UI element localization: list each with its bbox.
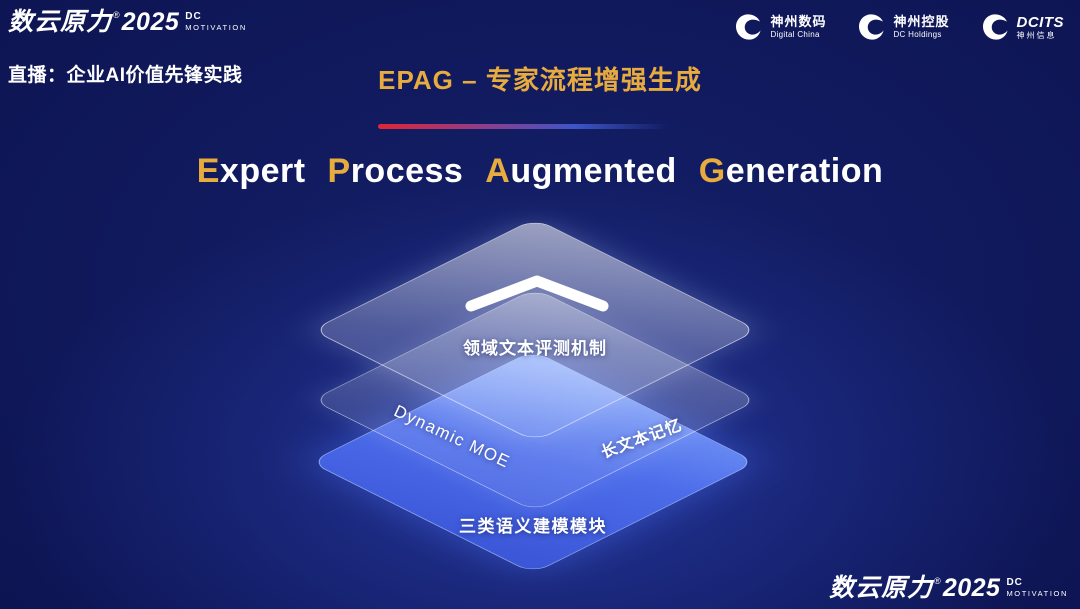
brand-year: 2025 [121,8,180,36]
brand-year: 2025 [942,574,1001,602]
slide-title: EPAG – 专家流程增强生成 [378,65,702,95]
heading-initial: G [698,152,726,190]
brand-subtext: DC MOTIVATION [185,12,247,32]
heading-initial: P [327,152,351,190]
partner-dc-holdings: 神州控股 DC Holdings [856,12,949,42]
brand-motivation-label: MOTIVATION [1006,589,1068,598]
footer-brand-logo: 数云原力 ® 2025 DC MOTIVATION [829,576,1068,601]
partner-subtitle: 神州信息 [1016,30,1057,40]
live-stream-label: 直播：企业AI价值先锋实践 [8,65,243,86]
heading-rest: eneration [725,152,884,190]
bottom-layer-label: 三类语义建模模块 [459,517,607,536]
heading-rest: rocess [350,152,464,190]
partner-subtitle: DC Holdings [893,29,942,39]
brand-name: 数云原力 [829,574,934,602]
title-underline-gradient [378,124,668,129]
partner-name: 神州控股 [893,13,950,29]
registered-mark: ® [113,10,120,20]
brand-dc-label: DC [185,11,202,22]
heading-initial: A [485,152,511,190]
partner-digital-china: 神州数码 Digital China [733,12,826,42]
heading-word: Augmented [485,152,677,190]
heading-word: Expert [197,152,306,190]
partner-name: 神州数码 [770,13,827,29]
top-layer-label: 领域文本评测机制 [463,339,607,358]
brand-name: 数云原力 [8,8,113,36]
partner-text: 神州控股 DC Holdings [893,13,950,40]
heading-initial: E [196,152,220,190]
partner-dcits: DCITS 神州信息 [980,12,1065,42]
heading-word: Generation [699,152,884,190]
partner-logos: 神州数码 Digital China 神州控股 DC Holdings DCIT… [733,12,1064,42]
digital-china-swirl-icon [733,12,763,42]
brand-dc-label: DC [1006,577,1023,588]
dc-holdings-swirl-icon [856,12,886,42]
dcits-swirl-icon [980,12,1010,42]
chevron-up-icon [465,275,609,312]
partner-text: DCITS 神州信息 [1017,14,1065,41]
brand-motivation-label: MOTIVATION [185,23,247,32]
brand-subtext: DC MOTIVATION [1006,578,1068,598]
partner-name: DCITS [1016,13,1064,31]
registered-mark: ® [934,576,941,586]
partner-subtitle: Digital China [770,29,820,39]
brand-logo: 数云原力 ® 2025 DC MOTIVATION [8,10,247,35]
heading-word: Process [328,152,464,190]
page-heading: Expert Process Augmented Generation [0,152,1080,191]
partner-text: 神州数码 Digital China [770,13,827,40]
heading-rest: xpert [219,152,306,190]
heading-rest: ugmented [510,152,677,190]
